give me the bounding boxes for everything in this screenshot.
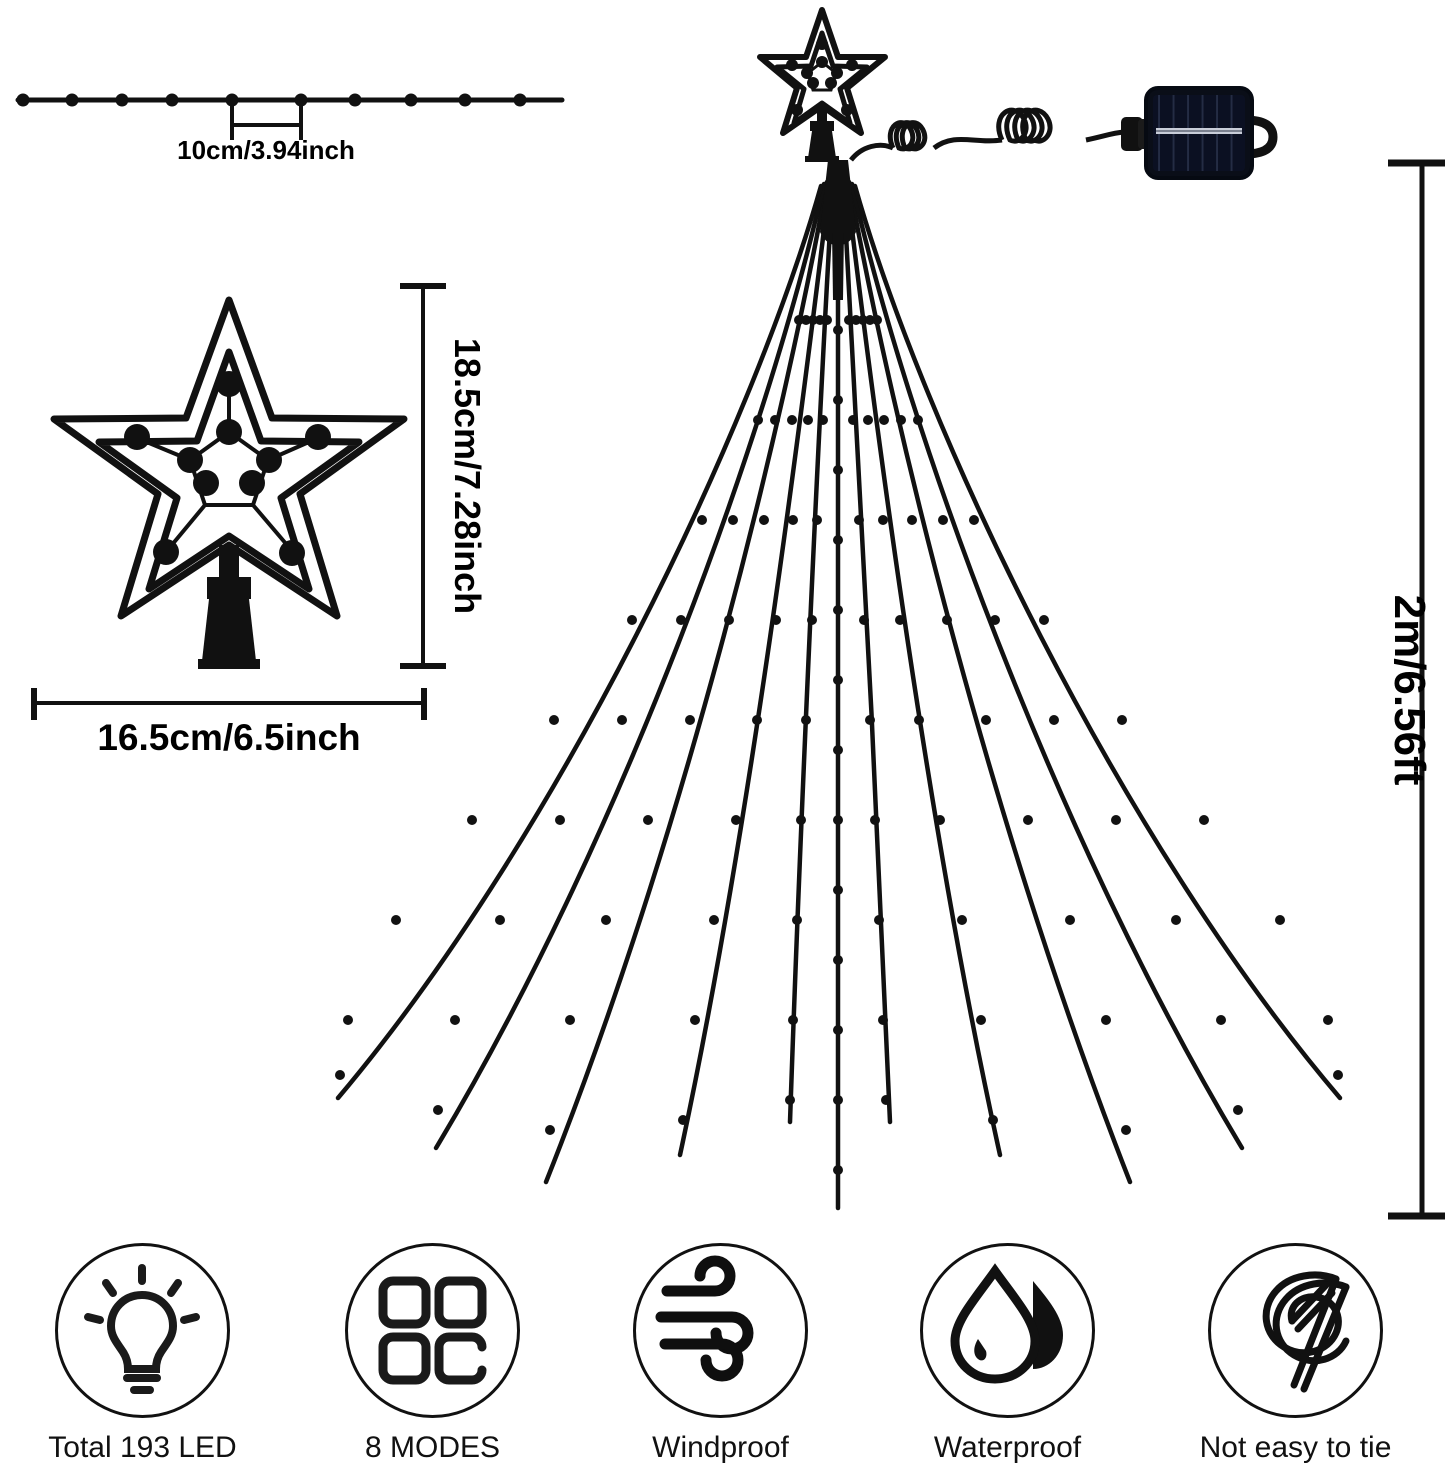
feature-not-easy-to-tie: Not easy to tie bbox=[1200, 1243, 1391, 1464]
strand-left-1 bbox=[787, 175, 836, 1125]
strand-right-4 bbox=[849, 181, 1245, 1151]
water-drop-icon bbox=[950, 1263, 1063, 1384]
led-spacing-label: 10cm/3.94inch bbox=[177, 135, 355, 165]
feature-label: Waterproof bbox=[933, 1431, 1082, 1464]
coiled-cable bbox=[849, 107, 1125, 162]
strand-left-5 bbox=[335, 183, 824, 1101]
lightbulb-icon bbox=[84, 1264, 200, 1394]
star-width-dimension-line bbox=[31, 688, 427, 720]
waterfall-star-topper bbox=[757, 7, 888, 162]
grid-modes-icon bbox=[378, 1276, 487, 1385]
strand-right-1 bbox=[840, 175, 893, 1125]
strand-bundle-cone bbox=[820, 160, 856, 300]
strand-left-4 bbox=[433, 181, 827, 1151]
feature-modes: 8 MODES bbox=[345, 1243, 520, 1464]
star-height-label: 18.5cm/7.28inch bbox=[447, 338, 488, 614]
knot-icon bbox=[1262, 1271, 1350, 1393]
strand-left-3 bbox=[543, 179, 830, 1185]
feature-total-led: Total 193 LED bbox=[48, 1243, 237, 1464]
feature-waterproof: Waterproof bbox=[920, 1243, 1095, 1464]
feature-label: Total 193 LED bbox=[48, 1431, 237, 1464]
feature-label: Windproof bbox=[652, 1431, 789, 1464]
led-spacing-sample: 10cm/3.94inch bbox=[15, 93, 565, 165]
solar-panel bbox=[1121, 86, 1278, 180]
led-spacing-dimension-line bbox=[230, 104, 303, 140]
feature-circle bbox=[345, 1243, 520, 1418]
led-bulb-group bbox=[16, 93, 527, 107]
strand-right-3 bbox=[846, 179, 1133, 1185]
star-led-nodes bbox=[124, 371, 331, 566]
wind-icon bbox=[655, 1255, 754, 1382]
star-topper-detail bbox=[50, 296, 408, 669]
feature-label: 8 MODES bbox=[364, 1431, 501, 1464]
total-length-label: 2m/6.56ft bbox=[1385, 595, 1434, 786]
waterfall-strands bbox=[335, 172, 1343, 1211]
feature-windproof: Windproof bbox=[633, 1243, 808, 1464]
strand-led-dots bbox=[335, 315, 1343, 1175]
feature-label: Not easy to tie bbox=[1199, 1431, 1392, 1464]
strand-left-2 bbox=[677, 177, 833, 1158]
star-width-label: 16.5cm/6.5inch bbox=[97, 717, 360, 758]
star-height-dimension-line bbox=[400, 283, 446, 669]
strand-right-5 bbox=[852, 183, 1343, 1101]
feature-circle bbox=[920, 1243, 1095, 1418]
strand-right-2 bbox=[843, 177, 1003, 1158]
total-length-dimension-line bbox=[1388, 159, 1445, 1220]
